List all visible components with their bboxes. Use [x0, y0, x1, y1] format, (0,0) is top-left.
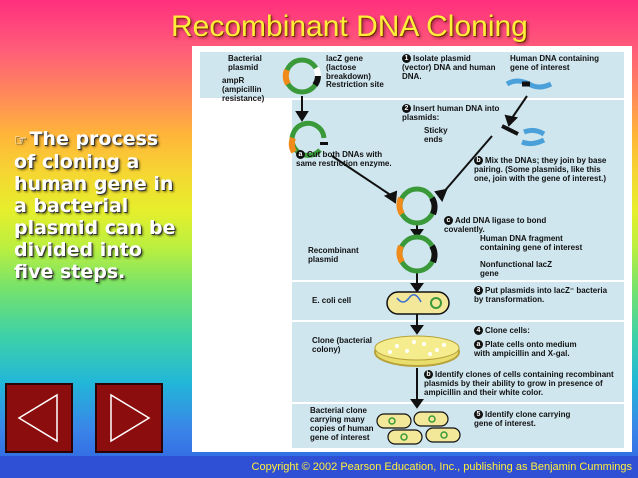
step3-description: Put plasmids into lacZ⁻ bacteria by tran…	[474, 286, 608, 304]
mixed-plasmid-icon	[396, 186, 438, 226]
step2b-number: b	[474, 156, 483, 165]
previous-slide-button[interactable]	[5, 383, 73, 453]
cloning-diagram: Bacterial plasmid lacZ gene (lactose bre…	[192, 46, 632, 452]
human-dna-label: Human DNA containing gene of interest	[510, 54, 600, 72]
clone-label: Clone (bacterial colony)	[312, 336, 373, 354]
left-triangle-icon	[17, 393, 58, 443]
recombinant-plasmid-label: Recombinant plasmid	[308, 246, 359, 264]
slide-title: Recombinant DNA Cloning	[171, 10, 528, 43]
flow-arrows	[295, 95, 528, 409]
step3-number: 3	[474, 286, 483, 295]
step2-description: Insert human DNA into plasmids:	[402, 104, 500, 122]
step4-number: 4	[474, 326, 483, 335]
step4b-description: Identify clones of cells containing reco…	[424, 370, 614, 397]
nonfunctional-lacz-label: Nonfunctional lacZ gene	[480, 260, 552, 278]
bacterial-clone-icon	[376, 411, 461, 445]
step2b-description: Mix the DNAs; they join by base pairing.…	[474, 156, 607, 183]
right-triangle-icon	[110, 393, 151, 443]
bacterial-plasmid-label: Bacterial plasmid	[228, 54, 262, 72]
ampr-label: ampR (ampicillin resistance)	[222, 76, 265, 103]
step2c-description: Add DNA ligase to bond covalently.	[444, 216, 547, 234]
restriction-site-label: Restriction site	[326, 80, 384, 89]
step5-number: 5	[474, 410, 483, 419]
lacz-gene-label: lacZ gene (lactose breakdown)	[326, 54, 371, 81]
bacterial-plasmid-icon	[282, 57, 321, 95]
step1-panel	[200, 52, 624, 98]
diagram-graphics	[282, 57, 553, 445]
step4-description: Clone cells:	[485, 326, 530, 335]
bullet-text-block: ☞The process of cloning a human gene in …	[14, 128, 186, 283]
pointing-hand-icon: ☞	[14, 131, 28, 149]
step4a-description: Plate cells onto medium with ampicillin …	[474, 340, 577, 358]
recombinant-plasmid-icon	[396, 234, 438, 274]
footer-bar	[0, 456, 638, 478]
step4b-number: b	[424, 370, 433, 379]
next-slide-button[interactable]	[95, 383, 163, 453]
step3-panel	[292, 282, 624, 320]
step4-panel	[292, 322, 624, 402]
step2-number: 2	[402, 104, 411, 113]
sticky-ends-label: Sticky ends	[424, 126, 448, 144]
ecoli-cell-icon	[386, 291, 450, 315]
copyright-text: Copyright © 2002 Pearson Education, Inc.…	[251, 461, 632, 473]
bullet-text: The process of cloning a human gene in a…	[14, 128, 176, 283]
dna-fragments-icon	[501, 124, 546, 147]
human-dna-icon	[505, 78, 553, 90]
step4a-number: a	[474, 340, 483, 349]
cut-plasmid-icon	[288, 120, 328, 158]
step5-description: Identify clone carrying gene of interest…	[474, 410, 571, 428]
step2c-number: c	[444, 216, 453, 225]
step1-number: 1	[402, 54, 411, 63]
step1-description: Isolate plasmid (vector) DNA and human D…	[402, 54, 496, 81]
petri-dish-icon	[374, 335, 460, 367]
step2a-number: a	[296, 150, 305, 159]
bacterial-clone-label: Bacterial clone carrying many copies of …	[310, 406, 374, 442]
human-fragment-label: Human DNA fragment containing gene of in…	[480, 234, 583, 252]
step2a-description: Cut both DNAs with same restriction enzy…	[296, 150, 392, 168]
ecoli-label: E. coli cell	[312, 296, 352, 305]
step2-panel	[292, 100, 624, 280]
